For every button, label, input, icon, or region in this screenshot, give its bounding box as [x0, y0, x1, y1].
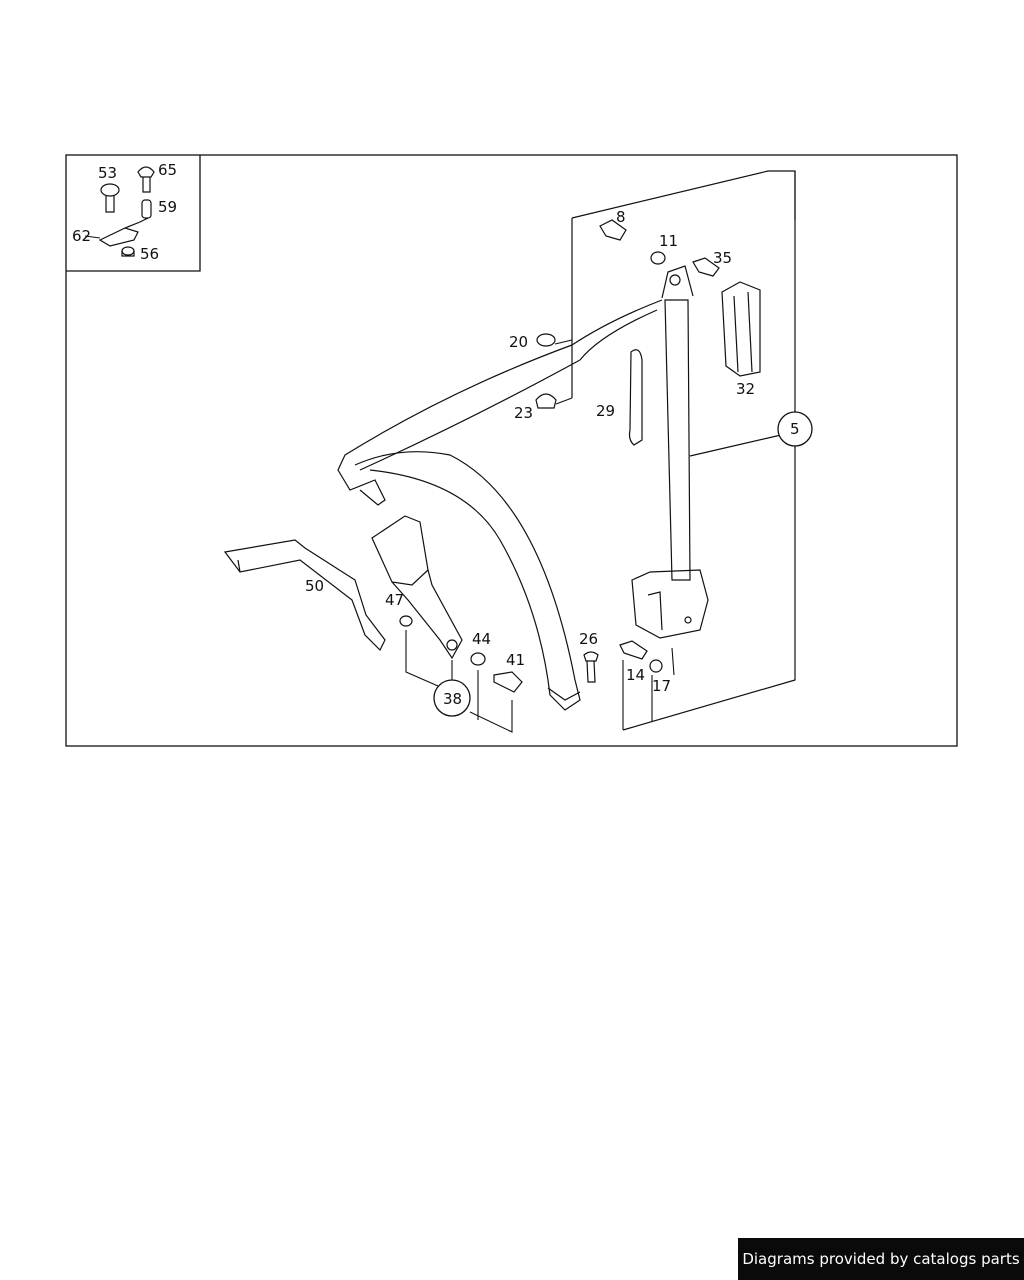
part-label-11: 11 [659, 232, 678, 250]
diagram-frame [65, 154, 958, 747]
inset-parts [98, 166, 155, 257]
part-label-20: 20 [509, 333, 528, 351]
part-label-23: 23 [514, 404, 533, 422]
inset-box [66, 155, 201, 272]
part-label-26: 26 [579, 630, 598, 648]
part-label-32: 32 [736, 380, 755, 398]
part-label-5: 5 [790, 420, 800, 438]
b-pillar-outline [571, 170, 796, 731]
inset-label-62: 62 [72, 227, 91, 245]
retractor-belt [337, 265, 709, 711]
footer-credit: Diagrams provided by catalogs parts [738, 1238, 1024, 1280]
part-label-41: 41 [506, 651, 525, 669]
part-label-38: 38 [443, 690, 462, 708]
loose-parts [535, 219, 761, 446]
part-label-29: 29 [596, 402, 615, 420]
buckle-assembly [223, 515, 663, 693]
inset-label-65: 65 [158, 161, 177, 179]
part-label-50: 50 [305, 577, 324, 595]
part-label-17: 17 [652, 677, 671, 695]
inset-label-53: 53 [98, 164, 117, 182]
part-label-35: 35 [713, 249, 732, 267]
part-label-44: 44 [472, 630, 491, 648]
inset-label-59: 59 [158, 198, 177, 216]
inset-label-56: 56 [140, 245, 159, 263]
part-label-14: 14 [626, 666, 645, 684]
callout-circle-5 [777, 411, 813, 447]
callout-circle-38 [433, 679, 471, 717]
part-label-8: 8 [616, 208, 626, 226]
part-label-47: 47 [385, 591, 404, 609]
